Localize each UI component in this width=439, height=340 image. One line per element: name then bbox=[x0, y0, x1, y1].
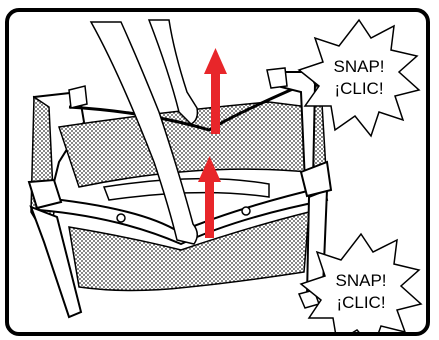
callout-bottom-line1: SNAP! bbox=[335, 271, 386, 290]
callout-top-line1: SNAP! bbox=[333, 57, 384, 76]
upper-arrow-head bbox=[204, 48, 227, 74]
floor-board bbox=[104, 179, 269, 200]
rail-hinge-right bbox=[242, 207, 250, 215]
illustration-frame: SNAP! ¡CLIC! SNAP! ¡CLIC! bbox=[5, 8, 430, 336]
assembly-illustration: SNAP! ¡CLIC! SNAP! ¡CLIC! bbox=[9, 12, 426, 332]
latch-top-left bbox=[69, 86, 87, 108]
front-left-leg bbox=[31, 207, 81, 317]
lower-arrow-shaft bbox=[205, 180, 214, 238]
rail-hinge-left bbox=[117, 214, 125, 222]
latch-top-right bbox=[267, 68, 287, 88]
callout-bottom-line2: ¡CLIC! bbox=[336, 293, 385, 312]
callout-top-line2: ¡CLIC! bbox=[334, 79, 383, 98]
upper-arrow-shaft bbox=[211, 72, 220, 134]
